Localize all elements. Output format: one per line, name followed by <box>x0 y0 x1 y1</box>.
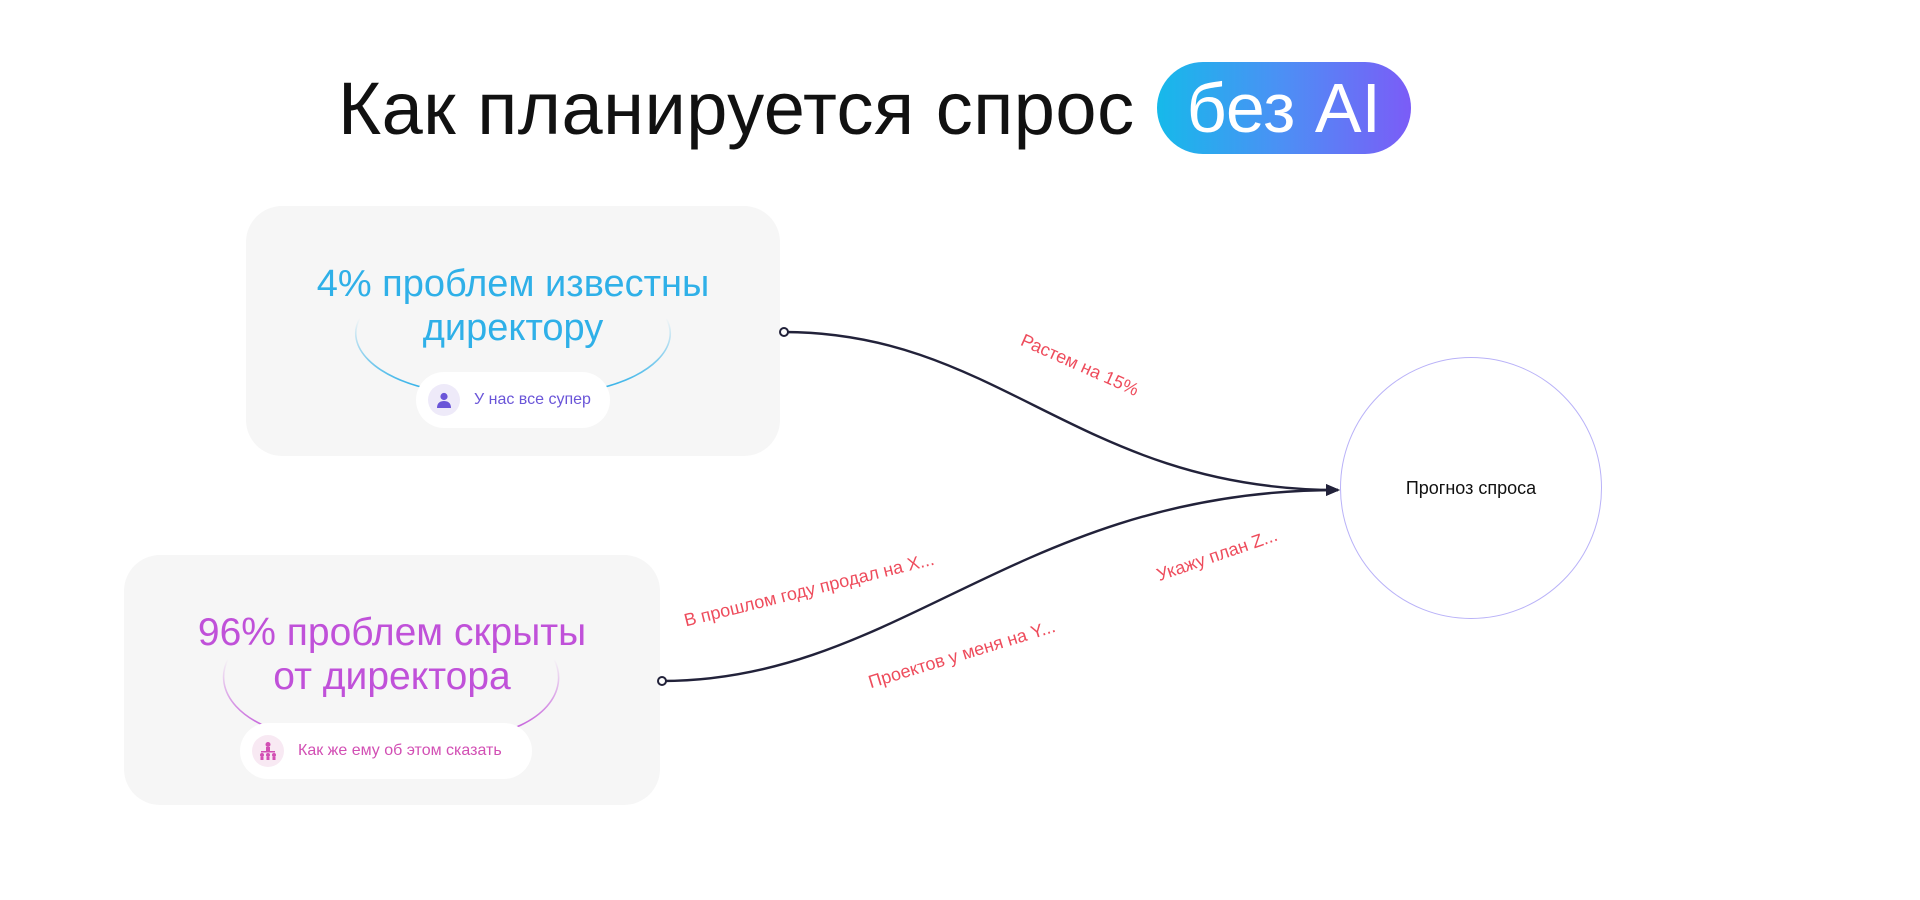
edge-known-to-forecast <box>783 330 1340 496</box>
hidden-problems-card: 96% проблем скрыты от директора Как же е… <box>124 555 660 805</box>
staff-quote-chip: Как же ему об этом сказать <box>240 723 532 779</box>
edge-start-dot <box>779 327 789 337</box>
heading-line: от директора <box>273 655 511 698</box>
heading-line: директору <box>422 307 604 349</box>
chip-text: Как же ему об этом сказать <box>298 742 502 759</box>
chip-text: У нас все супер <box>474 391 591 408</box>
page-title: Как планируется спрос без AI <box>338 62 1411 154</box>
org-chart-icon <box>252 735 284 767</box>
title-text: Как планируется спрос <box>338 66 1135 150</box>
hidden-problems-heading: 96% проблем скрыты от директора <box>124 611 660 699</box>
target-label: Прогноз спроса <box>1405 477 1537 498</box>
title-highlight-badge: без AI <box>1156 62 1411 154</box>
known-problems-heading: 4% проблем известны директору <box>246 262 780 350</box>
demand-forecast-node: Прогноз спроса <box>1340 357 1602 619</box>
heading-line: 4% проблем известны <box>316 263 710 305</box>
person-icon <box>428 384 460 416</box>
heading-line: 96% проблем скрыты <box>197 611 587 654</box>
edge-start-dot <box>657 676 667 686</box>
edge-hidden-to-forecast <box>661 484 1340 683</box>
director-quote-chip: У нас все супер <box>416 372 610 428</box>
